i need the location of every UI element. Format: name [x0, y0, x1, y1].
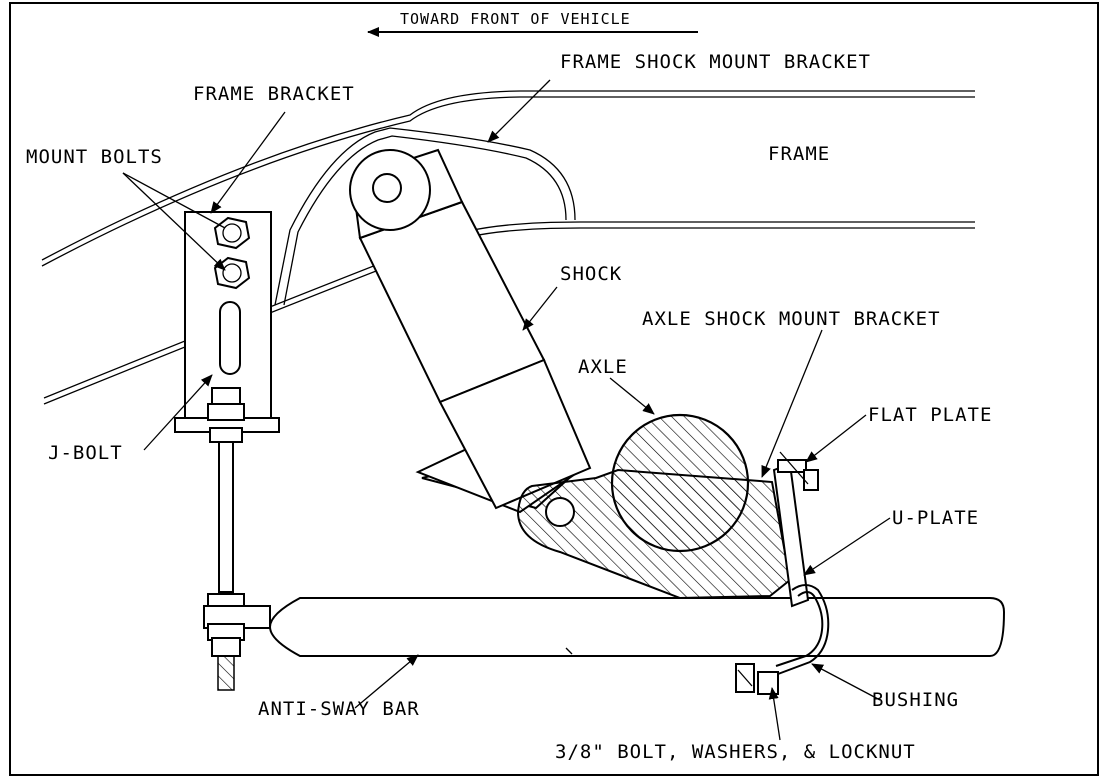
u-plate [775, 584, 830, 675]
label-anti-sway-bar: ANTI-SWAY BAR [258, 698, 420, 720]
label-mount-bolts: MOUNT BOLTS [26, 146, 163, 168]
anti-sway-bar [268, 597, 1006, 657]
axle [610, 413, 750, 553]
label-frame-shock-mount-bracket: FRAME SHOCK MOUNT BRACKET [560, 51, 871, 73]
frame-shock-mount-bracket [274, 127, 576, 306]
end-link-hardware [203, 593, 271, 691]
label-u-plate: U-PLATE [892, 507, 979, 529]
label-frame: FRAME [768, 143, 830, 165]
label-axle: AXLE [578, 356, 628, 378]
flat-plate [772, 451, 819, 608]
label-j-bolt: J-BOLT [48, 442, 123, 464]
drawing-border [9, 2, 1099, 776]
j-bolt [207, 387, 245, 593]
label-bolt-washers-locknut: 3/8" BOLT, WASHERS, & LOCKNUT [555, 741, 916, 763]
direction-label: TOWARD FRONT OF VEHICLE [400, 10, 631, 28]
j-bolt-slot [219, 301, 241, 375]
callout-leaders [122, 79, 891, 741]
label-flat-plate: FLAT PLATE [868, 404, 992, 426]
shock-absorber [349, 148, 592, 514]
label-axle-shock-mount-bracket: AXLE SHOCK MOUNT BRACKET [642, 308, 941, 330]
label-frame-bracket: FRAME BRACKET [193, 83, 355, 105]
label-shock: SHOCK [560, 263, 622, 285]
label-bushing: BUSHING [872, 689, 959, 711]
